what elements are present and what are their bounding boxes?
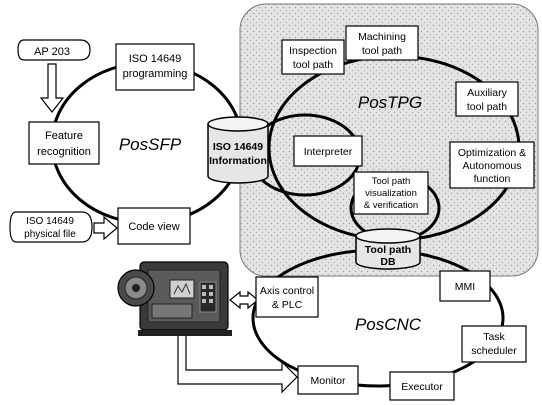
- physical-file-label-2: physical file: [24, 229, 76, 240]
- interpreter-box: Interpreter: [293, 135, 363, 167]
- optimization-label-3: function: [474, 173, 511, 185]
- monitor-label: Monitor: [310, 375, 346, 387]
- axis-control-label-1: Axis control: [260, 285, 314, 297]
- iso-information-label-1: ISO 14649: [213, 141, 263, 153]
- toolpath-db-label-2: DB: [380, 256, 396, 268]
- optimization-label-1: Optimization &: [458, 147, 526, 159]
- inspection-label-2: tool path: [293, 59, 333, 71]
- axis-control-box: Axis control & PLC: [255, 276, 319, 318]
- feature-recognition-box: Feature recognition: [28, 121, 100, 165]
- visualization-label-2: visualization: [365, 188, 417, 199]
- postpg-title: PosTPG: [358, 93, 422, 112]
- monitor-box: Monitor: [297, 365, 359, 395]
- executor-box: Executor: [389, 371, 455, 401]
- auxiliary-label-2: tool path: [467, 101, 507, 113]
- inspection-toolpath-box: Inspection tool path: [281, 39, 345, 75]
- optimization-box: Optimization & Autonomous function: [449, 141, 535, 189]
- mmi-label: MMI: [455, 281, 475, 293]
- visualization-label-1: Tool path: [372, 176, 411, 187]
- toolpath-db: Tool path DB: [355, 228, 421, 270]
- axis-control-label-2: & PLC: [272, 299, 303, 311]
- visualization-label-3: & verification: [364, 200, 418, 211]
- iso-information-label-2: Information: [209, 155, 267, 167]
- physical-file-right-arrow: [93, 215, 118, 241]
- visualization-box: Tool path visualization & verification: [353, 171, 429, 215]
- mmi-box: MMI: [439, 270, 491, 302]
- auxiliary-label-1: Auxiliary: [467, 87, 507, 99]
- poscnc-title: PosCNC: [355, 315, 422, 334]
- machining-toolpath-box: Machining tool path: [345, 25, 419, 61]
- ap203-input: AP 203: [17, 39, 91, 61]
- auxiliary-toolpath-box: Auxiliary tool path: [455, 81, 519, 117]
- interpreter-label: Interpreter: [304, 146, 353, 158]
- machine-monitor-arrow: [177, 333, 298, 394]
- code-view-box: Code view: [117, 207, 191, 245]
- ap203-label: AP 203: [34, 46, 70, 58]
- iso-programming-label-2: programming: [123, 68, 188, 80]
- iso-programming-box: ISO 14649 programming: [115, 43, 195, 91]
- iso-information-db: ISO 14649 Information: [207, 116, 269, 184]
- inspection-label-1: Inspection: [289, 45, 337, 57]
- toolpath-db-label-1: Tool path: [365, 244, 411, 256]
- machining-label-2: tool path: [362, 45, 402, 57]
- feature-recognition-label-1: Feature: [45, 130, 83, 142]
- task-scheduler-label-1: Task: [483, 331, 505, 343]
- possfp-title: PosSFP: [119, 135, 182, 154]
- physical-file-label-1: ISO 14649: [26, 216, 74, 227]
- feature-recognition-label-2: recognition: [37, 146, 91, 158]
- iso-programming-label-1: ISO 14649: [129, 53, 182, 65]
- executor-label: Executor: [401, 381, 443, 393]
- cnc-machine-illustration: [117, 261, 232, 336]
- code-view-label: Code view: [128, 221, 179, 233]
- ap203-down-arrow: [39, 63, 65, 113]
- machining-label-1: Machining: [358, 31, 406, 43]
- optimization-label-2: Autonomous: [463, 160, 522, 172]
- physical-file-input: ISO 14649 physical file: [9, 211, 93, 243]
- task-scheduler-box: Task scheduler: [461, 325, 527, 363]
- task-scheduler-label-2: scheduler: [471, 345, 517, 357]
